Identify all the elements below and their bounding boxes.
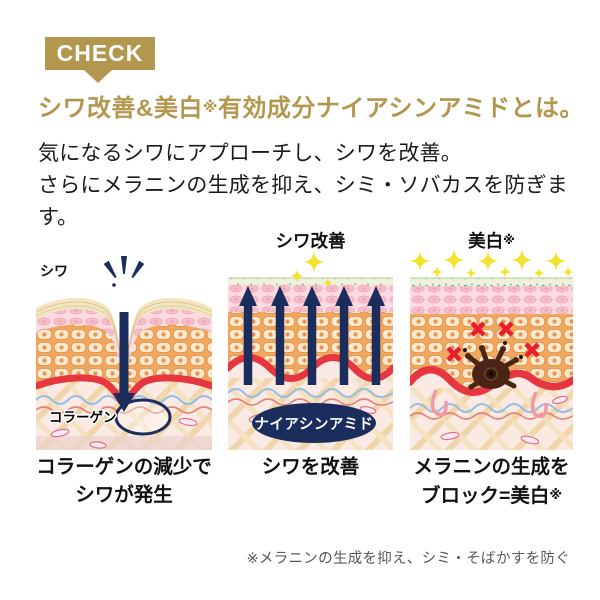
down-arrow-icon xyxy=(113,312,135,412)
up-arrows-icon xyxy=(239,286,385,385)
check-badge-label: CHECK xyxy=(56,40,144,66)
intro-line1: 気になるシワにアプローチし、シワを改善。 xyxy=(38,142,462,165)
wrinkle-label: シワ xyxy=(40,263,68,279)
x-mark-icon xyxy=(446,321,540,362)
skin-illustration-whitening xyxy=(410,250,573,450)
epidermis-orange-layer xyxy=(36,298,212,405)
label-whitening: 美白※ xyxy=(468,231,515,251)
skin-illustration-wrinkle-cause: シワ コラーゲン xyxy=(36,256,212,450)
melanin-icon xyxy=(463,341,523,390)
heading-part2: 有効成分ナイアシンアミドとは。 xyxy=(217,95,584,122)
caption-wrinkle-cause: コラーゲンの減少で シワが発生 xyxy=(36,456,212,506)
footnote: ※メラニンの生成を抑え、シミ・そばかすを防ぐ xyxy=(246,551,570,567)
burst-icon xyxy=(103,256,145,287)
heading-note-mark: ※ xyxy=(202,99,218,116)
collagen-circle-icon xyxy=(114,398,172,436)
stratum-corneum-layer xyxy=(228,278,393,285)
skin-illustration-wrinkle-improve: ナイアシンアミド xyxy=(228,250,393,450)
epidermis-pink-layer xyxy=(36,298,212,383)
fibroblast-cells xyxy=(440,395,568,445)
caption-whitening: メラニンの生成を ブロック=美白※ xyxy=(413,456,570,507)
heading-part1: シワ改善&美白 xyxy=(38,95,203,122)
stratum-corneum-layer xyxy=(36,298,212,378)
stratum-corneum-layer xyxy=(410,278,573,286)
epidermis-orange-layer xyxy=(410,314,573,393)
check-badge: CHECK xyxy=(45,37,155,70)
collagen-label: コラーゲン xyxy=(49,409,117,425)
niacinamide-badge-label: ナイアシンアミド xyxy=(254,416,373,433)
niacinamide-badge: ナイアシンアミド xyxy=(252,403,376,443)
section-heading: シワ改善&美白※有効成分ナイアシンアミドとは。 xyxy=(38,88,583,123)
intro-text: 気になるシワにアプローチし、シワを改善。 さらにメラニンの生成を抑え、シミ・ソバ… xyxy=(38,138,578,234)
check-badge-pointer xyxy=(84,70,112,83)
epidermis-pink-layer xyxy=(410,286,573,314)
caption-wrinkle-improve: シワを改善 xyxy=(261,456,360,478)
fibroblast-cells xyxy=(50,417,198,449)
sparkle-row-icon xyxy=(410,250,573,279)
intro-line2: さらにメラニンの生成を抑え、シミ・ソバカスを防ぎます。 xyxy=(38,174,568,229)
label-wrinkle-improve: シワ改善 xyxy=(275,231,346,251)
